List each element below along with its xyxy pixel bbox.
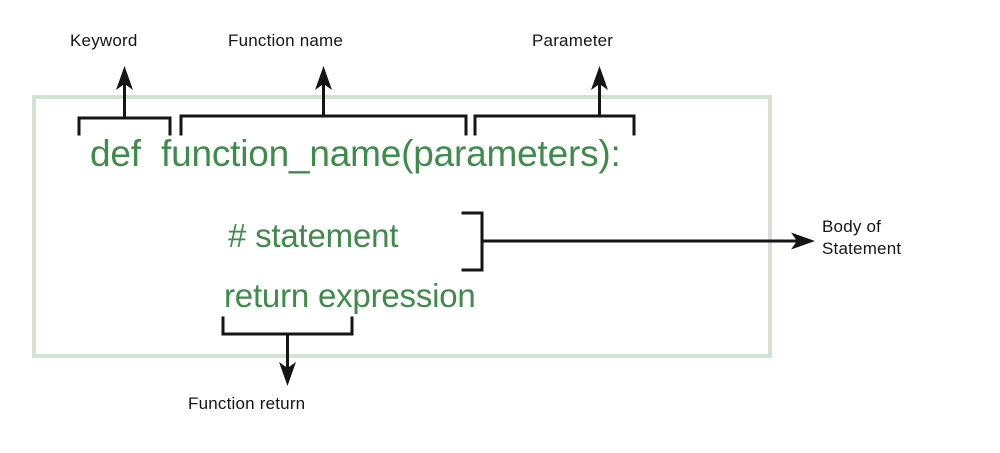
annotation-label-body-of-statement-line1: Body of [822, 217, 882, 236]
keyword-connector [77, 74, 172, 136]
keyword-arrowhead [116, 66, 133, 90]
function-return-arrowhead [279, 362, 296, 386]
annotation-label-body-of-statement-line2: Statement [822, 239, 902, 258]
code-line-statement: # statement [228, 217, 399, 254]
annotation-label-function-name: Function name [228, 31, 344, 50]
code-line-signature: def function_name(parameters): [90, 133, 621, 174]
annotation-label-function-return: Function return [188, 394, 306, 413]
annotation-label-keyword: Keyword [70, 31, 138, 50]
annotation-label-body-of-statement: Body of Statement [822, 216, 901, 260]
parameter-connector [473, 74, 636, 136]
body-of-statement-arrowhead [791, 232, 815, 250]
function-return-connector [221, 316, 354, 377]
function-name-arrowhead [315, 66, 332, 90]
code-line-return: return expression [224, 277, 476, 314]
body-of-statement-connector [461, 211, 807, 272]
function-name-connector [179, 74, 468, 136]
parameter-arrowhead [591, 66, 608, 90]
code-box [32, 95, 772, 358]
annotation-label-parameter: Parameter [532, 31, 614, 50]
